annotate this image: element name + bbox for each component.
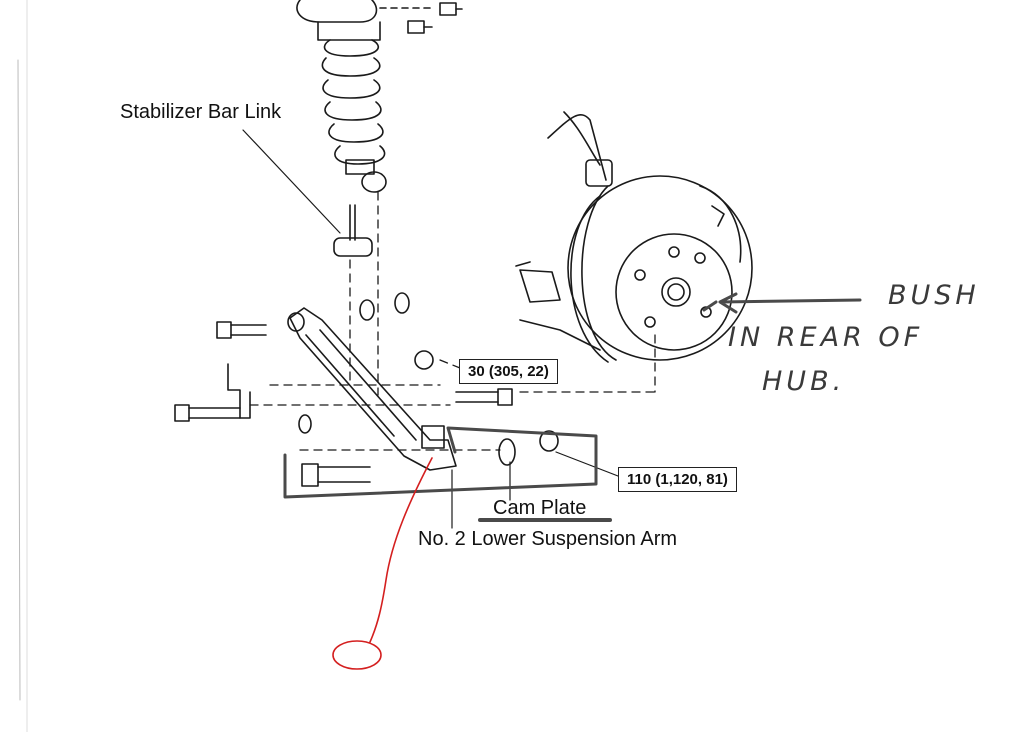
top-bolt — [379, 2, 463, 34]
knuckle-axle — [515, 111, 613, 351]
scan-edge-line — [17, 59, 21, 701]
cam-torque-leader — [555, 451, 619, 477]
bolt — [174, 321, 267, 422]
handwritten-note-line-1: BUSH — [888, 280, 980, 311]
assembly-dashed-lines — [249, 191, 656, 451]
handwritten-note-line-3: HUB. — [762, 366, 846, 397]
brake-disc-hub — [567, 175, 753, 363]
nut — [298, 292, 559, 466]
coil-spring-strut — [296, 0, 387, 193]
lower-suspension-arm — [287, 307, 457, 471]
stabilizer-leader-line — [242, 129, 341, 234]
red-annotation — [332, 457, 433, 670]
torque-spec-cam-bolt: 110 (1,120, 81) — [618, 467, 737, 492]
torque-spec-arm-nut: 30 (305, 22) — [459, 359, 558, 384]
pencil-markings — [283, 292, 862, 522]
cam-plate-label: Cam Plate — [493, 497, 587, 519]
cam-bolt — [301, 463, 371, 487]
lower-suspension-arm-label: No. 2 Lower Suspension Arm — [418, 528, 678, 550]
stabilizer-bar-link-label: Stabilizer Bar Link — [120, 101, 282, 123]
stabilizer-bar-link-part — [333, 204, 373, 257]
handwritten-note-line-2: IN REAR OF — [728, 322, 924, 353]
bolt — [455, 388, 513, 406]
